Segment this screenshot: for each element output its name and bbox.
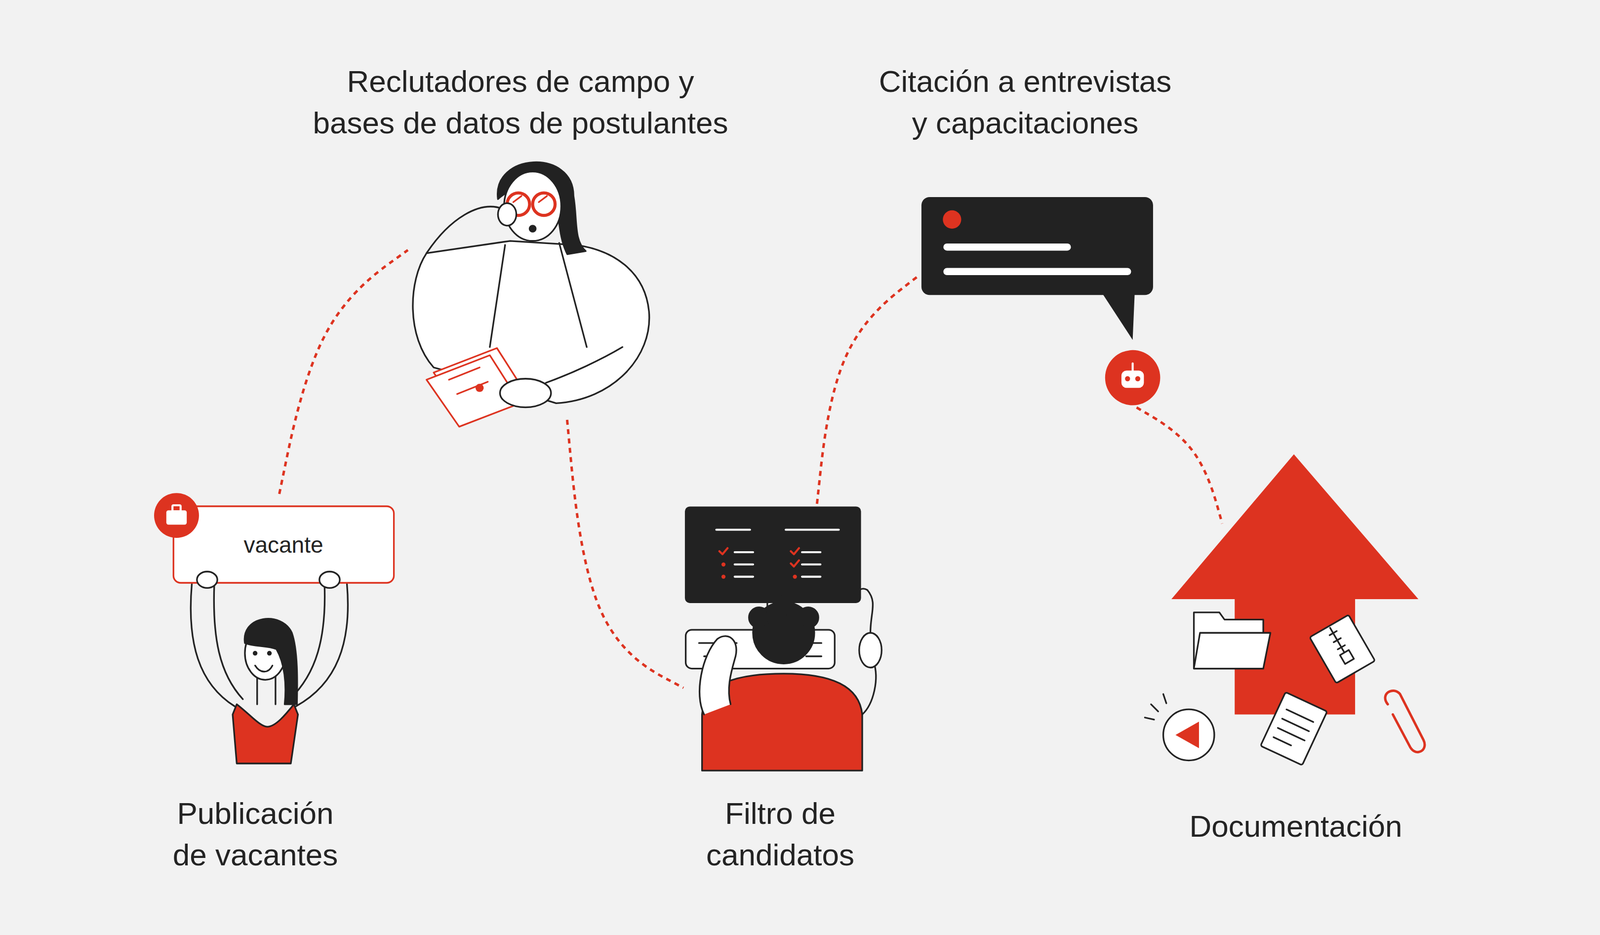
sign-woman-part	[267, 651, 271, 655]
stage-caption: Documentación	[1142, 805, 1449, 847]
dotted-connector	[566, 419, 684, 688]
binocular-woman-part	[513, 196, 547, 202]
stage-caption: Reclutadores de campo y bases de datos d…	[271, 60, 770, 144]
computer-person-part	[685, 507, 861, 602]
sign-woman-part	[166, 510, 187, 525]
stage-node: Reclutadores de campo y bases de datos d…	[407, 148, 653, 420]
stage-caption: Filtro de candidatos	[671, 792, 889, 876]
sign-woman-part	[255, 665, 273, 672]
computer-person-part	[699, 636, 737, 715]
binocular-woman-part	[532, 193, 556, 216]
documents-arrow-part-part	[1326, 625, 1348, 655]
stage-node: Citación a entrevistas y capacitaciones	[918, 195, 1156, 408]
sign-woman-part	[244, 618, 298, 705]
chat-bubble-part	[1131, 363, 1134, 371]
stage-caption: Citación a entrevistas y capacitaciones	[837, 60, 1213, 144]
binocular-woman-part	[529, 225, 536, 232]
binocular-woman	[412, 162, 650, 427]
stage-node: Publicación de vacantesvacante	[167, 493, 400, 771]
sign-woman-part	[295, 583, 348, 707]
computer-person	[685, 507, 882, 771]
computer-person-part	[798, 607, 819, 628]
chat-bubble-part	[921, 197, 1154, 295]
chat-bubble-part	[1135, 376, 1141, 382]
chat-bubble-part	[947, 246, 1128, 272]
dotted-connector	[279, 249, 408, 494]
sign-woman-part	[319, 571, 340, 588]
binocular-woman-part	[500, 378, 552, 408]
documents-arrow-part-part	[1309, 614, 1375, 684]
sign-woman-part	[172, 505, 181, 512]
sign-text: vacante	[243, 530, 323, 559]
documents-arrow-part-part	[1273, 709, 1314, 750]
chat-bubble	[921, 197, 1161, 406]
binocular-woman-part	[475, 383, 484, 393]
computer-person-part	[773, 594, 794, 615]
sign-woman-part	[213, 583, 243, 699]
documents-arrow-part	[1175, 721, 1200, 749]
documents-arrow	[1144, 454, 1425, 766]
chat-bubble-part	[1124, 376, 1130, 382]
computer-person-part	[716, 529, 840, 577]
documents-arrow-part-part	[1260, 691, 1328, 765]
binocular-woman-part	[426, 206, 505, 253]
documents-arrow-part	[1194, 632, 1271, 669]
binocular-woman-part	[448, 367, 488, 395]
computer-person-part	[862, 661, 877, 715]
chat-bubble-part	[1121, 370, 1144, 388]
sign-woman-part	[154, 492, 200, 538]
binocular-woman-part	[545, 347, 623, 383]
dotted-connector	[816, 275, 919, 504]
chat-bubble-part	[942, 210, 961, 229]
documents-arrow-part	[1144, 693, 1166, 720]
sign-woman-part	[190, 583, 235, 707]
binocular-woman-part	[497, 162, 586, 255]
computer-person-part	[721, 574, 726, 579]
chat-bubble-part	[1102, 292, 1135, 340]
computer-person-part	[793, 574, 798, 579]
documents-arrow-part	[1171, 454, 1419, 715]
dotted-connector	[1136, 407, 1223, 524]
documents-arrow-part-part	[1339, 649, 1354, 664]
binocular-woman-part	[489, 242, 587, 348]
binocular-woman-part	[497, 202, 517, 226]
computer-person-part	[749, 607, 770, 628]
stage-node: Filtro de candidatos	[683, 503, 889, 771]
computer-person-part	[719, 548, 800, 567]
stage-caption: Publicación de vacantes	[126, 792, 384, 876]
computer-person-part	[858, 588, 874, 633]
sign-woman	[154, 492, 395, 764]
documents-arrow-part	[1309, 614, 1375, 684]
documents-arrow-part	[1260, 691, 1328, 765]
sign-woman-part	[232, 704, 298, 764]
documents-arrow-part	[1385, 690, 1425, 752]
documents-arrow-part	[1163, 709, 1215, 760]
stage-node: Documentación	[1150, 523, 1438, 771]
chat-bubble-part	[1105, 350, 1161, 406]
vacancy-sign: vacante	[173, 506, 394, 583]
computer-person-part	[859, 632, 882, 668]
sign-woman-part	[197, 571, 218, 588]
computer-person-part	[721, 562, 726, 567]
sign-woman-part	[253, 651, 257, 655]
